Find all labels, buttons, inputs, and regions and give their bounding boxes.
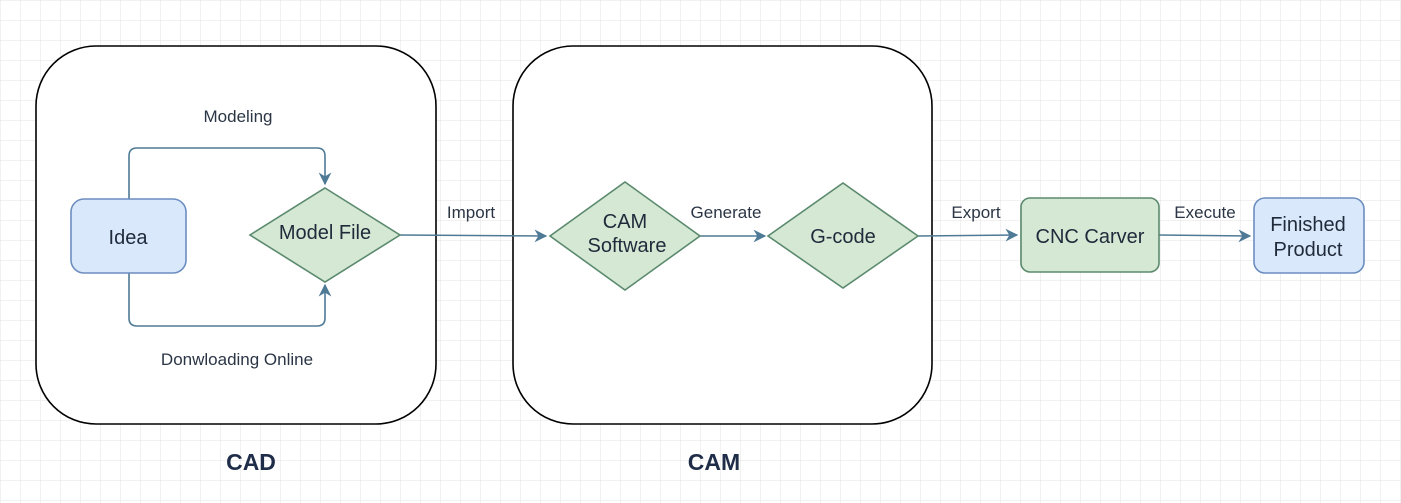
edge-downloading[interactable]: [128, 273, 332, 327]
node-cnc-carver[interactable]: [1020, 197, 1160, 273]
node-finished-product-label-line1: Finished: [1270, 214, 1346, 236]
edge-execute[interactable]: [1158, 229, 1252, 243]
node-idea[interactable]: [70, 198, 187, 274]
edge-label-import: Import: [447, 203, 495, 222]
node-cam-software-label-line2: Software: [588, 235, 667, 257]
group-title-cam: CAM: [688, 449, 740, 475]
node-idea-label: Idea: [109, 227, 149, 249]
node-model-file[interactable]: [248, 187, 402, 283]
edge-import[interactable]: [399, 229, 548, 243]
node-gcode[interactable]: [766, 182, 920, 289]
node-finished-product[interactable]: [1253, 197, 1365, 274]
edge-modeling[interactable]: [128, 147, 332, 199]
group-title-cad: CAD: [226, 449, 276, 475]
node-cam-software[interactable]: [548, 181, 702, 291]
node-model-file-label: Model File: [279, 222, 371, 244]
node-gcode-label: G-code: [810, 226, 876, 248]
node-finished-product-label-line2: Product: [1274, 239, 1343, 261]
edge-label-execute: Execute: [1174, 203, 1235, 222]
edge-label-export: Export: [951, 203, 1000, 222]
edge-label-generate: Generate: [691, 203, 762, 222]
edge-label-modeling: Modeling: [204, 107, 273, 126]
node-cam-software-label-line1: CAM: [603, 211, 647, 233]
edge-label-downloading: Donwloading Online: [161, 350, 313, 369]
edge-export[interactable]: [917, 228, 1019, 242]
node-cnc-carver-label: CNC Carver: [1036, 226, 1145, 248]
